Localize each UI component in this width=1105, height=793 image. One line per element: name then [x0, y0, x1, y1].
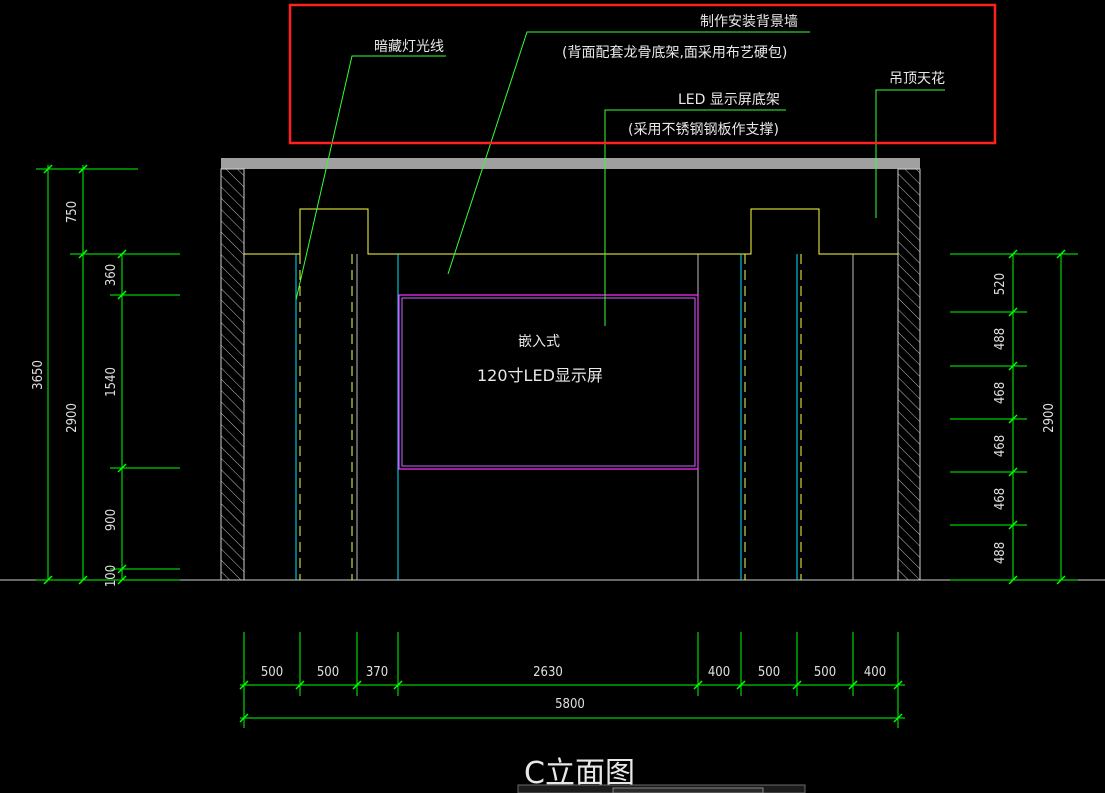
screen-label-1: 嵌入式 [518, 334, 560, 350]
led-screen-frame [398, 294, 699, 470]
right-wall [897, 168, 921, 581]
dim-bottom-total: 5800 [555, 697, 585, 712]
dim-bottom-seg-1: 500 [261, 665, 283, 680]
hidden-light-label: 暗藏灯光线 [374, 39, 444, 55]
dim-left-seg-100: 100 [104, 565, 119, 587]
leader-lines [295, 31, 945, 326]
dim-bottom-seg-8: 400 [864, 665, 886, 680]
dim-left-height: 2900 [65, 403, 80, 433]
dim-bottom-seg-5: 400 [708, 665, 730, 680]
right-dimensions [950, 249, 1078, 585]
bottom-status-field [612, 787, 764, 793]
ceiling-profile [244, 208, 898, 255]
dim-left-seg-900: 900 [104, 509, 119, 531]
dim-bottom-seg-7: 500 [814, 665, 836, 680]
dim-left-seg-750: 750 [65, 201, 80, 223]
bg-wall-label-1: 制作安装背景墙 [700, 14, 798, 30]
dim-right-seg-5: 468 [993, 488, 1008, 510]
dim-right-seg-2: 488 [993, 328, 1008, 350]
dim-right-seg-6: 488 [993, 542, 1008, 564]
bg-wall-label-2: (背面配套龙骨底架,面采用布艺硬包) [562, 45, 787, 61]
ceiling-label: 吊顶天花 [889, 71, 945, 87]
dim-left-seg-1540: 1540 [104, 367, 119, 397]
led-frame-label-1: LED 显示屏底架 [678, 92, 780, 108]
dim-right-seg-3: 468 [993, 382, 1008, 404]
highlight-box [288, 3, 997, 145]
dim-right-seg-4: 468 [993, 435, 1008, 457]
dim-right-seg-1: 520 [993, 273, 1008, 295]
dim-right-height: 2900 [1042, 403, 1057, 433]
bottom-dimensions [239, 632, 905, 728]
ceiling-slab [221, 158, 920, 169]
dim-bottom-seg-3: 370 [366, 665, 388, 680]
wall-panel-lines [295, 254, 854, 580]
dim-left-seg-360: 360 [104, 264, 119, 286]
screen-label-2: 120寸LED显示屏 [477, 366, 603, 385]
left-dimensions [36, 164, 180, 585]
dim-left-overall: 3650 [31, 360, 46, 390]
dim-bottom-seg-2: 500 [317, 665, 339, 680]
left-wall [220, 168, 245, 581]
dim-bottom-seg-4: 2630 [533, 665, 563, 680]
dim-bottom-seg-6: 500 [758, 665, 780, 680]
led-frame-label-2: (采用不锈钢钢板作支撑) [628, 122, 779, 138]
